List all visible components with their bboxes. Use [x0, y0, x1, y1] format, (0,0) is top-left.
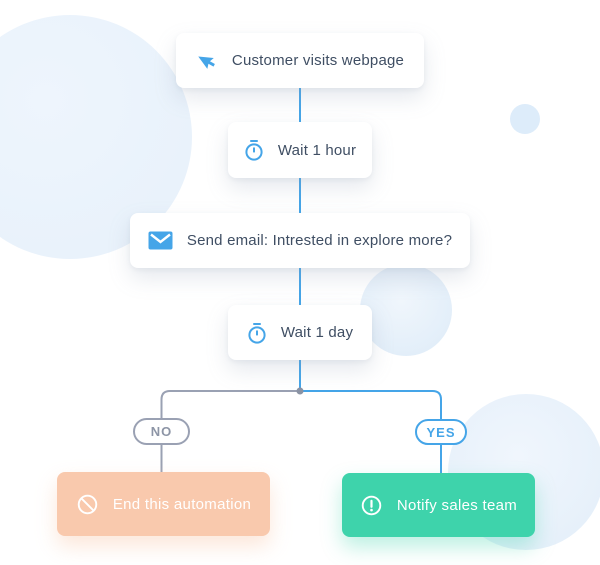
- decor-circle-small-right: [510, 104, 540, 134]
- node-notify-sales-team[interactable]: Notify sales team: [342, 473, 535, 537]
- stopwatch-icon: [244, 139, 264, 161]
- node-label: Send email: Intrested in explore more?: [186, 232, 453, 249]
- branch-yes-line: [300, 390, 442, 419]
- node-end-automation[interactable]: End this automation: [57, 472, 270, 536]
- node-send-email[interactable]: Send email: Intrested in explore more?: [130, 213, 470, 268]
- branch-yes-label: YES: [426, 424, 456, 440]
- branch-junction-dot: [296, 387, 304, 395]
- branch-no-pill[interactable]: NO: [133, 418, 190, 445]
- node-wait-1-hour[interactable]: Wait 1 hour: [228, 122, 372, 178]
- stopwatch-icon: [247, 322, 267, 344]
- node-label: Customer visits webpage: [231, 52, 405, 69]
- branch-yes-pill[interactable]: YES: [415, 419, 467, 445]
- node-label: Wait 1 hour: [277, 141, 357, 159]
- envelope-icon: [148, 231, 173, 250]
- node-wait-1-day[interactable]: Wait 1 day: [228, 305, 372, 360]
- node-label: End this automation: [112, 495, 252, 513]
- cursor-icon: [196, 50, 218, 72]
- node-customer-visits-webpage[interactable]: Customer visits webpage: [176, 33, 424, 88]
- decor-circle-mid: [360, 264, 452, 356]
- alert-icon: [360, 494, 383, 517]
- ban-icon: [76, 493, 99, 516]
- branch-no-label: NO: [150, 424, 173, 439]
- node-label: Wait 1 day: [280, 324, 354, 341]
- node-label: Notify sales team: [396, 496, 518, 514]
- branch-no-line: [160, 390, 300, 418]
